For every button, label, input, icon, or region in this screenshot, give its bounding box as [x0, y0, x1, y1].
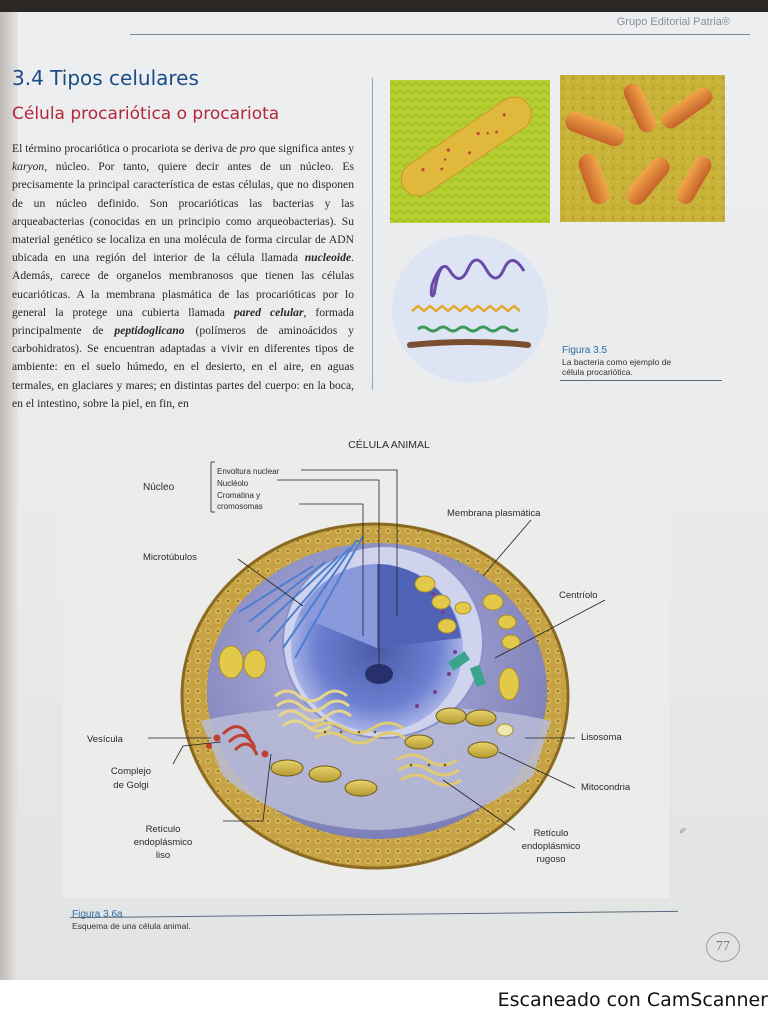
figure-3-5-rule	[560, 380, 722, 381]
publisher-header: Grupo Editorial Patria®	[616, 16, 730, 28]
label-mitocondria: Mitocondria	[581, 782, 631, 793]
figure-3-6-label: Figura 3.6a	[72, 909, 123, 920]
body-paragraph: El término procariótica o procariota se …	[12, 142, 354, 410]
label-nucleolo: Nucléolo	[217, 479, 249, 488]
vesicles	[206, 734, 269, 758]
label-envoltura: Envoltura nuclear	[217, 467, 280, 476]
label-cromatina-1: Cromatina y	[217, 491, 260, 500]
mitochondria	[270, 707, 499, 797]
smooth-er	[274, 689, 352, 733]
label-lisosoma: Lisosoma	[581, 732, 622, 743]
label-vesicula: Vesícula	[87, 734, 124, 745]
label-rer-2: endoplásmico	[522, 841, 581, 852]
section-title: 3.4 Tipos celulares	[12, 66, 199, 90]
label-golgi-1: Complejo	[111, 766, 151, 777]
golgi-apparatus	[221, 725, 259, 756]
nucleolus	[365, 664, 393, 684]
scanner-watermark: Escaneado con CamScanner	[497, 989, 768, 1011]
label-nucleo: Núcleo	[143, 482, 175, 493]
label-rel-2: endoplásmico	[134, 837, 193, 848]
header-rule	[130, 34, 750, 35]
centrioles	[447, 651, 487, 688]
animal-cell-figure: CÉLULA ANIMAL	[63, 416, 669, 898]
figure-3-6-caption: Esquema de una célula animal.	[72, 921, 191, 931]
page-number: 77	[706, 932, 740, 962]
microtubules	[238, 535, 364, 659]
label-rer-1: Retículo	[534, 828, 569, 839]
peroxisomes	[218, 575, 521, 701]
leader-lines	[148, 461, 606, 831]
rough-er	[312, 721, 462, 787]
lysosome	[496, 723, 514, 737]
figure-3-6-title: CÉLULA ANIMAL	[348, 438, 430, 451]
page-spine-shadow	[0, 12, 18, 980]
label-cromatina-2: cromosomas	[217, 502, 263, 511]
label-centriolo: Centríolo	[559, 590, 598, 601]
label-golgi-2: de Golgi	[113, 780, 148, 791]
label-rer-3: rugoso	[536, 854, 565, 865]
figure-3-5-label: Figura 3.5	[562, 345, 608, 356]
label-rel-1: Retículo	[146, 824, 181, 835]
label-microtubulos: Microtúbulos	[143, 552, 197, 563]
bacteria-photo-orange	[560, 75, 725, 222]
section-subtitle: Célula procariótica o procariota	[12, 104, 280, 124]
scanner-footer	[0, 980, 768, 1024]
label-rel-3: liso	[156, 850, 170, 861]
bacteria-shapes-illustration	[392, 235, 548, 383]
figure-3-5-caption: La bacteria como ejemplo de célula proca…	[562, 357, 672, 377]
label-membrana: Membrana plasmática	[447, 508, 541, 519]
bacterium-photo-green	[390, 80, 550, 223]
column-divider	[372, 78, 373, 390]
